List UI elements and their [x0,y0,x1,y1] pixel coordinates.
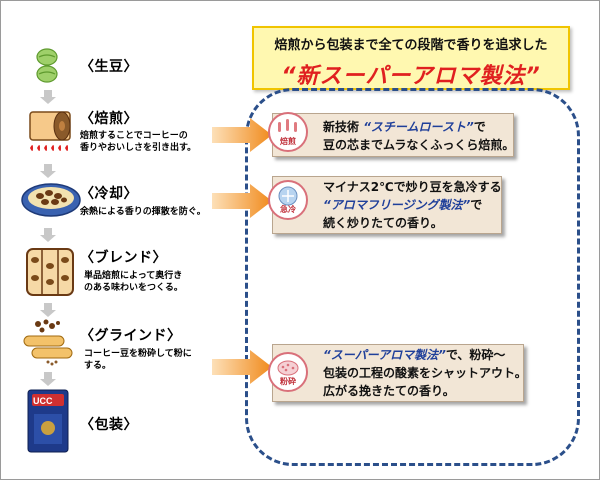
down-arrow [40,372,56,386]
card-line: 豆の芯までムラなくふっくら焙煎。 [323,138,515,152]
step-desc-blend: 単品焙煎によって奥行き のある味わいをつくる。 [84,270,183,294]
step-title-packaging: 〈包装〉 [80,417,138,433]
roast-badge: 焙煎 [268,112,308,152]
card-line: 新技術 “スチームロースト”で [323,118,514,136]
card-highlight: “アロマフリージング製法” [323,198,471,212]
header-title: “新スーパーアロマ製法” [281,64,541,89]
cooling-tray-icon [21,183,81,217]
card-line: “スーパーアロマ製法”で、粉砕～ [323,346,527,364]
card-text: “スーパーアロマ製法”で、粉砕～ 包装の工程の酸素をシャットアウト。 広がる挽き… [323,346,527,400]
step-desc-line: 焙煎することでコーヒーの [80,131,188,141]
dashed-outline [245,88,580,466]
orange-arrow-roasting [212,118,272,152]
card-text-span: で [473,120,486,134]
card-text-span: で [470,198,483,212]
header-subtitle: 焙煎から包装まで全ての段階で香りを追求した [274,38,548,53]
grinder-icon [23,319,73,366]
step-desc-grind: コーヒー豆を粉砕して粉に する。 [84,348,192,372]
card-text: 新技術 “スチームロースト”で 豆の芯までムラなくふっくら焙煎。 [323,118,514,154]
card-text: マイナス2℃で炒り豆を急冷する “アロマフリージング製法”で 続く炒りたての香り… [323,178,502,232]
step-desc-line: 単品焙煎によって奥行き [84,271,183,281]
card-highlight: “スーパーアロマ製法” [323,348,446,362]
step-title-cooling: 〈冷却〉 [80,186,138,202]
card-highlight: “スチームロースト” [363,120,474,134]
card-line: “アロマフリージング製法”で [323,196,502,214]
step-title-grind: 〈グラインド〉 [80,328,182,344]
down-arrow [40,228,56,242]
badge-label: 急冷 [280,205,296,214]
package-brand: UCC [33,396,53,406]
cold-icon [278,186,298,206]
down-arrow [40,90,56,104]
orange-arrow-cooling [212,184,272,218]
cooling-badge: 急冷 [268,180,308,220]
card-aroma-freezing: マイナス2℃で炒り豆を急冷する “アロマフリージング製法”で 続く炒りたての香り… [272,176,502,234]
step-desc-line: コーヒー豆を粉砕して粉に [84,349,192,359]
green-bean-icon [36,48,58,83]
card-text-span: 新技術 [323,120,364,134]
card-line: 続く炒りたての香り。 [323,216,443,230]
step-desc-roasting: 焙煎することでコーヒーの 香りやおいしさを引き出す。 [80,130,196,154]
step-desc-line: 余熱による香りの揮散を防ぐ。 [80,207,206,217]
orange-arrow-grind [212,350,272,384]
roasting-drum-icon [29,111,71,151]
step-title-blend: 〈ブレンド〉 [80,250,167,266]
step-desc-line: する。 [84,361,112,371]
step-title-roasting: 〈焙煎〉 [80,111,138,127]
blend-box-icon [26,248,74,296]
down-arrow [40,303,56,317]
header-box: 焙煎から包装まで全ての段階で香りを追求した “新スーパーアロマ製法” [252,26,570,90]
grind-icon [277,360,299,376]
step-desc-line: のある味わいをつくる。 [84,283,183,293]
badge-label: 粉砕 [280,377,296,386]
card-super-aroma: “スーパーアロマ製法”で、粉砕～ 包装の工程の酸素をシャットアウト。 広がる挽き… [272,344,527,402]
heat-icon [278,119,297,132]
badge-label: 焙煎 [280,137,296,146]
card-text-span: で、粉砕～ [445,348,506,362]
grind-badge: 粉砕 [268,352,308,392]
card-steam-roast: 新技術 “スチームロースト”で 豆の芯までムラなくふっくら焙煎。 [272,113,514,157]
card-line: 包装の工程の酸素をシャットアウト。 [323,366,527,380]
card-line: マイナス2℃で炒り豆を急冷する [323,180,502,194]
down-arrow [40,164,56,178]
coffee-package-icon [27,389,69,453]
step-desc-line: 香りやおいしさを引き出す。 [80,143,197,153]
card-line: 広がる挽きたての香り。 [323,384,455,398]
step-title-green-beans: 〈生豆〉 [80,59,138,75]
step-desc-cooling: 余熱による香りの揮散を防ぐ。 [80,206,206,218]
